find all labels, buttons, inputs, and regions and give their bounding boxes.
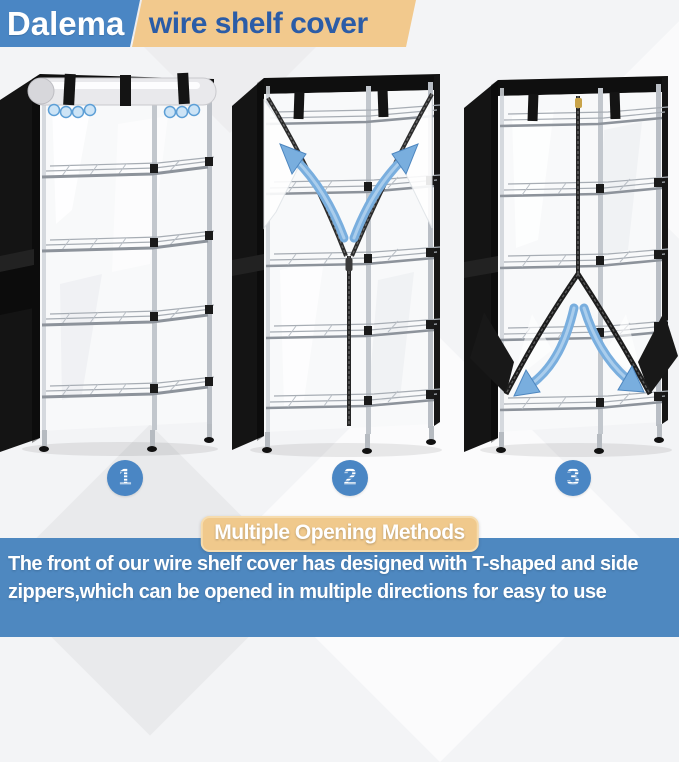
bottom-zipper bbox=[503, 96, 653, 396]
product-name: wire shelf cover bbox=[149, 6, 368, 40]
description-text: The front of our wire shelf cover has de… bbox=[8, 553, 639, 604]
scallop-trim bbox=[47, 103, 201, 119]
shelf-cover-bottom-open-illustration bbox=[464, 76, 678, 457]
step-number-3-label: 3 bbox=[566, 464, 580, 491]
open-down-arrows-icon bbox=[513, 303, 645, 397]
step-number-1-label: 1 bbox=[118, 464, 132, 491]
step-number-3: 3 bbox=[555, 460, 591, 496]
figure-step-3 bbox=[454, 60, 679, 460]
brand-ribbon: Dalema bbox=[0, 0, 140, 47]
shelf-cover-top-open-illustration bbox=[232, 74, 442, 457]
product-figures-row bbox=[0, 60, 679, 460]
figure-step-1 bbox=[0, 60, 228, 460]
opening-methods-badge: Multiple Opening Methods bbox=[200, 516, 479, 552]
step-number-1: 1 bbox=[107, 460, 143, 496]
open-up-arrows-icon bbox=[279, 143, 419, 243]
step-number-2-label: 2 bbox=[343, 464, 357, 491]
figure-step-2 bbox=[228, 60, 454, 460]
opening-methods-label: Multiple Opening Methods bbox=[214, 521, 465, 544]
rolled-cover-top bbox=[27, 72, 217, 106]
brand-name: Dalema bbox=[7, 4, 125, 42]
product-name-ribbon: wire shelf cover bbox=[132, 0, 417, 47]
shelf-cover-closed-illustration bbox=[0, 72, 218, 456]
step-number-2: 2 bbox=[332, 460, 368, 496]
footer-band: The front of our wire shelf cover has de… bbox=[0, 538, 679, 637]
